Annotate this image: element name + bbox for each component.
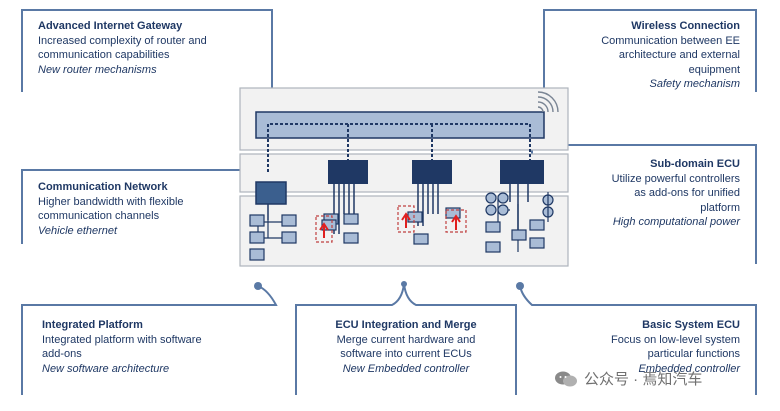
comm-network-note: Vehicle ethernet	[38, 224, 118, 237]
merge-arrow-icon	[401, 212, 411, 228]
subdomain-line3: platform	[700, 201, 740, 214]
wireless-signal-icon	[537, 91, 559, 113]
subdomain-title: Sub-domain ECU	[650, 158, 740, 170]
internet-gateway-callout: Advanced Internet Gateway Increased comp…	[38, 19, 268, 77]
ecu-merge-title: ECU Integration and Merge	[335, 319, 477, 331]
ecu-box	[343, 232, 359, 244]
ecu-cluster-4	[485, 192, 554, 253]
frame-wireless	[543, 9, 757, 92]
comm-network-title: Communication Network	[38, 181, 168, 193]
basic-ecu-line1: Focus on low-level system	[611, 333, 740, 346]
merged-ecu-outline	[445, 209, 467, 233]
wireless-line1: Communication between EE	[601, 34, 740, 47]
integrated-platform-title: Integrated Platform	[42, 319, 143, 331]
endpoint-dot	[254, 282, 262, 290]
wireless-title: Wireless Connection	[631, 20, 740, 32]
integrated-platform-line1: Integrated platform with software	[42, 333, 202, 346]
merged-ecu-outline	[397, 205, 415, 233]
comm-network-callout: Communication Network Higher bandwidth w…	[38, 180, 238, 238]
ecu-node	[497, 204, 509, 216]
bus-lines	[267, 184, 529, 236]
basic-ecu-line2: particular functions	[647, 348, 740, 360]
communication-gateway-ecu	[255, 181, 287, 205]
internet-gateway-line1: Increased complexity of router and	[38, 34, 207, 47]
ecu-merge-line2: software into current ECUs	[340, 348, 472, 360]
endpoint-dot	[401, 281, 407, 287]
merge-arrow-icon	[319, 222, 329, 238]
ecu-cluster-1	[249, 214, 297, 261]
internet-gateway-note: New router mechanisms	[38, 63, 157, 76]
integrated-platform-line2: add-ons	[42, 348, 82, 360]
ecu-box	[529, 219, 545, 231]
frame-subdomain	[531, 144, 757, 264]
backbone-dotted-links	[347, 124, 433, 160]
merged-ecu-outline	[315, 215, 333, 243]
domain-controller-1	[328, 160, 368, 184]
ecu-node	[485, 204, 497, 216]
ecu-box	[249, 231, 265, 244]
comm-network-line2: communication channels	[38, 210, 160, 222]
subdomain-note: High computational power	[612, 216, 740, 228]
domain-controllers	[255, 160, 544, 205]
wireless-line3: equipment	[688, 63, 740, 76]
ecu-node	[485, 192, 497, 204]
wireless-line2: architecture and external	[618, 49, 740, 61]
ecu-box	[511, 229, 527, 241]
subdomain-controller	[500, 160, 544, 184]
basic-ecu-title: Basic System ECU	[642, 319, 740, 331]
merge-arrow-icon	[451, 214, 461, 230]
subdomain-callout: Sub-domain ECU Utilize powerful controll…	[570, 157, 740, 230]
subdomain-line2: as add-ons for unified	[634, 187, 740, 199]
ecu-box	[281, 214, 297, 227]
basic-ecu-callout: Basic System ECU Focus on low-level syst…	[570, 318, 740, 376]
ecu-node	[497, 192, 509, 204]
ecu-box	[485, 241, 501, 253]
ecu-box	[321, 219, 337, 231]
endpoint-dot	[516, 282, 524, 290]
domain-controller-2	[412, 160, 452, 184]
ecu-box	[281, 231, 297, 244]
wechat-icon	[555, 371, 577, 386]
watermark-text: 公众号 · 焉知汽车	[584, 371, 703, 388]
basic-ecu-note: Embedded controller	[638, 362, 740, 375]
integrated-platform-note: New software architecture	[42, 362, 170, 375]
ecu-box	[249, 214, 265, 227]
ecu-box	[343, 213, 359, 225]
subdomain-line1: Utilize powerful controllers	[611, 172, 740, 185]
ecu-box	[407, 211, 423, 223]
internet-gateway-title: Advanced Internet Gateway	[38, 20, 183, 32]
integrated-platform-callout: Integrated Platform Integrated platform …	[42, 318, 262, 376]
comm-network-line1: Higher bandwidth with flexible	[38, 195, 184, 208]
ecu-box	[529, 237, 545, 249]
ecu-cluster-2	[321, 213, 359, 244]
watermark: 公众号 · 焉知汽车	[554, 368, 702, 389]
ecu-merge-callout: ECU Integration and Merge Merge current …	[300, 318, 512, 376]
ecu-merge-note: New Embedded controller	[342, 362, 470, 375]
internet-gateway-line2: communication capabilities	[38, 49, 170, 61]
ecu-box	[413, 233, 429, 245]
wireless-note: Safety mechanism	[649, 78, 740, 90]
ecu-box	[485, 221, 501, 233]
ecu-merge-line1: Merge current hardware and	[336, 333, 476, 346]
wireless-callout: Wireless Connection Communication betwee…	[560, 19, 740, 92]
ecu-box	[249, 248, 265, 261]
